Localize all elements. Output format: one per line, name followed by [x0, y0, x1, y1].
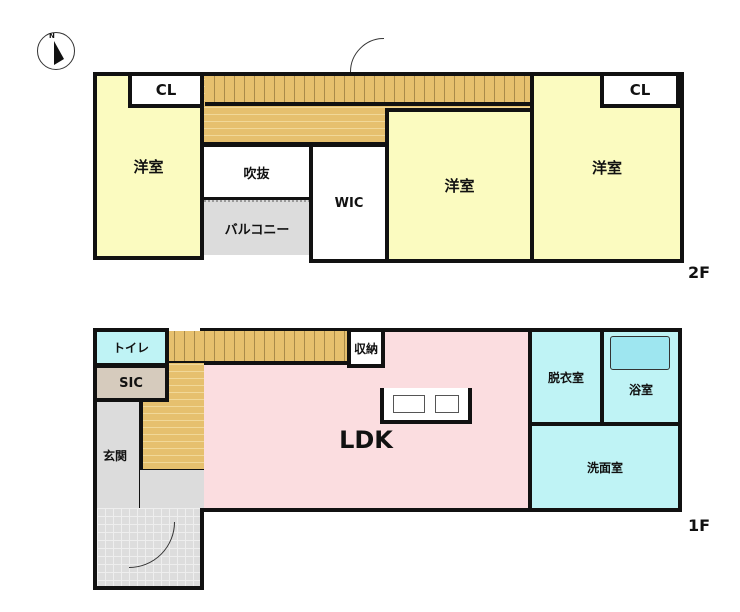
floor-label-2f: 2F: [688, 263, 711, 282]
kitchen-counter: [380, 388, 472, 424]
sink-icon: [393, 395, 425, 413]
room-label: CL: [629, 81, 651, 99]
room-label: 浴室: [628, 383, 653, 397]
room-label: CL: [155, 81, 177, 99]
room-label: 吹抜: [243, 166, 270, 182]
room-label: 洋室: [591, 159, 622, 177]
toilet: トイレ: [93, 328, 169, 367]
floor-label-1f: 1F: [688, 516, 711, 535]
dressing-room: 脱衣室: [528, 328, 604, 426]
sic: SIC: [93, 364, 169, 402]
closet-right: CL: [600, 72, 680, 108]
room-label: SIC: [119, 375, 143, 391]
room-label: トイレ: [112, 341, 149, 355]
room-label: 洋室: [444, 177, 475, 195]
room-label: 玄関: [103, 448, 128, 463]
room-label: 収納: [353, 341, 378, 356]
entrance-floor: [140, 470, 204, 512]
walk-in-closet: WIC: [309, 143, 389, 263]
closet-left: CL: [128, 72, 204, 108]
bathtub-icon: [610, 336, 670, 370]
storage: 収納: [347, 328, 385, 368]
room-label: 脱衣室: [547, 370, 584, 385]
room-label: 洋室: [133, 157, 164, 176]
room-western-middle: 洋室: [385, 108, 534, 263]
balcony: バルコニー: [204, 200, 310, 255]
room-label: LDK: [339, 426, 393, 454]
compass-icon: N: [37, 32, 75, 70]
stairs-1f-top: [165, 331, 351, 365]
room-label: 洗面室: [586, 460, 623, 475]
room-label: バルコニー: [224, 223, 290, 238]
atrium: 吹抜: [200, 143, 313, 201]
entrance: 玄関: [93, 396, 143, 514]
room-label: WIC: [334, 195, 364, 211]
porch: [93, 508, 204, 590]
stairs-2f: [205, 76, 530, 106]
washroom: 洗面室: [528, 422, 682, 512]
stove-icon: [435, 395, 459, 413]
compass-north-label: N: [49, 32, 55, 40]
